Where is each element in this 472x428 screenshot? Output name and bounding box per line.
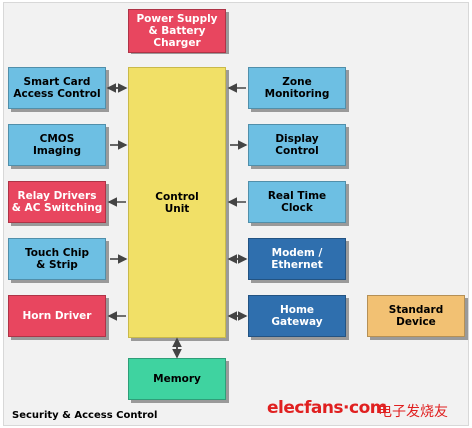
smart-card-block: Smart Card Access Control xyxy=(8,67,106,109)
control-unit-block: Control Unit xyxy=(128,67,226,338)
memory-block: Memory xyxy=(128,358,226,400)
touch-chip-block: Touch Chip & Strip xyxy=(8,238,106,280)
home-gateway-block: Home Gateway xyxy=(248,295,346,337)
real-time-clock-block: Real Time Clock xyxy=(248,181,346,223)
standard-device-block: Standard Device xyxy=(367,295,465,337)
diagram-caption: Security & Access Control xyxy=(12,410,158,421)
horn-driver-block: Horn Driver xyxy=(8,295,106,337)
elecfans-logo: elecfans·com xyxy=(267,398,387,418)
modem-ethernet-block: Modem / Ethernet xyxy=(248,238,346,280)
relay-block: Relay Drivers & AC Switching xyxy=(8,181,106,223)
power-supply-block: Power Supply & Battery Charger xyxy=(128,9,226,53)
display-control-block: Display Control xyxy=(248,124,346,166)
cmos-block: CMOS Imaging xyxy=(8,124,106,166)
zone-monitoring-block: Zone Monitoring xyxy=(248,67,346,109)
elecfans-logo-chinese: 电子发烧友 xyxy=(378,404,448,420)
